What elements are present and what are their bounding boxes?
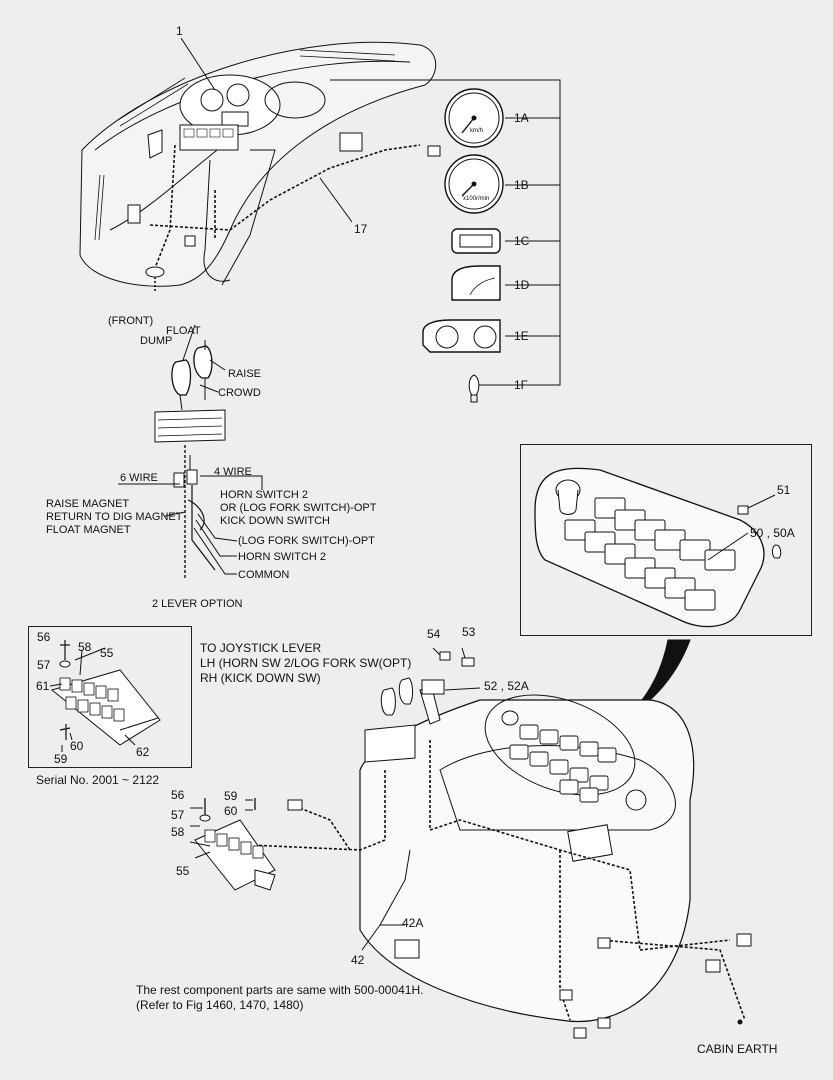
- horn-switch-2-label: HORN SWITCH 2: [238, 551, 326, 563]
- lever-dump-label: DUMP: [140, 335, 173, 347]
- callout-42: 42: [351, 953, 365, 967]
- callout-1a: 1A: [514, 111, 529, 125]
- lever-front-label: (FRONT): [108, 315, 154, 327]
- cabin-earth-label: CABIN EARTH: [697, 1042, 778, 1056]
- console-assembly: [189, 647, 752, 1039]
- callout-52: 52 , 52A: [484, 679, 529, 693]
- lever-float-label: FLOAT: [166, 325, 201, 337]
- callout-53: 53: [462, 625, 476, 639]
- dashboard-assembly: [79, 37, 441, 292]
- lever-assembly: [118, 324, 263, 580]
- callout-1d: 1D: [514, 278, 530, 292]
- callout-54: 54: [427, 627, 441, 641]
- callout-60-inset: 60: [70, 739, 84, 753]
- footnote: The rest component parts are same with 5…: [136, 983, 424, 1012]
- callout-56: 56: [171, 788, 185, 802]
- callout-1c: 1C: [514, 234, 530, 248]
- callout-17: 17: [354, 222, 368, 236]
- callout-62: 62: [136, 745, 150, 759]
- lever-raise-label: RAISE: [228, 368, 262, 380]
- callout-57-inset: 57: [37, 658, 51, 672]
- callout-1b: 1B: [514, 178, 529, 192]
- callout-60: 60: [224, 804, 238, 818]
- two-lever-option-label: 2 LEVER OPTION: [152, 598, 243, 610]
- callout-1e: 1E: [514, 329, 529, 343]
- serial-number-note: Serial No. 2001 ~ 2122: [36, 773, 160, 787]
- callout-59-inset: 59: [54, 752, 68, 766]
- callout-55-inset: 55: [100, 646, 114, 660]
- four-wire-label: 4 WIRE: [214, 466, 252, 478]
- callout-55: 55: [176, 864, 190, 878]
- log-fork-label: (LOG FORK SWITCH)-OPT: [238, 535, 375, 547]
- serial-inset-drawing: [49, 640, 161, 752]
- switch-panel-inset-frame: [520, 444, 812, 636]
- callout-1f: 1F: [514, 378, 529, 392]
- callout-42a: 42A: [402, 916, 424, 930]
- callout-57: 57: [171, 808, 185, 822]
- callout-51: 51: [777, 483, 791, 497]
- callout-58: 58: [171, 825, 185, 839]
- speedometer-unit: km/h: [470, 128, 484, 134]
- switch-panel-detail: [534, 467, 782, 731]
- common-label: COMMON: [238, 569, 290, 581]
- joystick-note: TO JOYSTICK LEVER LH (HORN SW 2/LOG FORK…: [200, 641, 412, 685]
- callout-61: 61: [36, 679, 50, 693]
- callout-1: 1: [176, 24, 183, 38]
- callout-59: 59: [224, 789, 238, 803]
- callout-58-inset: 58: [78, 640, 92, 654]
- six-wire-label: 6 WIRE: [120, 472, 158, 484]
- magnet-labels: RAISE MAGNET RETURN TO DIG MAGNET FLOAT …: [46, 498, 183, 536]
- callout-50: 50 , 50A: [750, 526, 795, 540]
- gauge-column: [330, 79, 561, 403]
- horn-switch-labels: HORN SWITCH 2 OR (LOG FORK SWITCH)-OPT K…: [220, 489, 377, 527]
- tachometer-unit: x100r/min: [463, 196, 490, 202]
- lever-crowd-label: CROWD: [218, 387, 261, 399]
- callout-56-inset: 56: [37, 630, 51, 644]
- serial-inset-frame: [28, 626, 192, 768]
